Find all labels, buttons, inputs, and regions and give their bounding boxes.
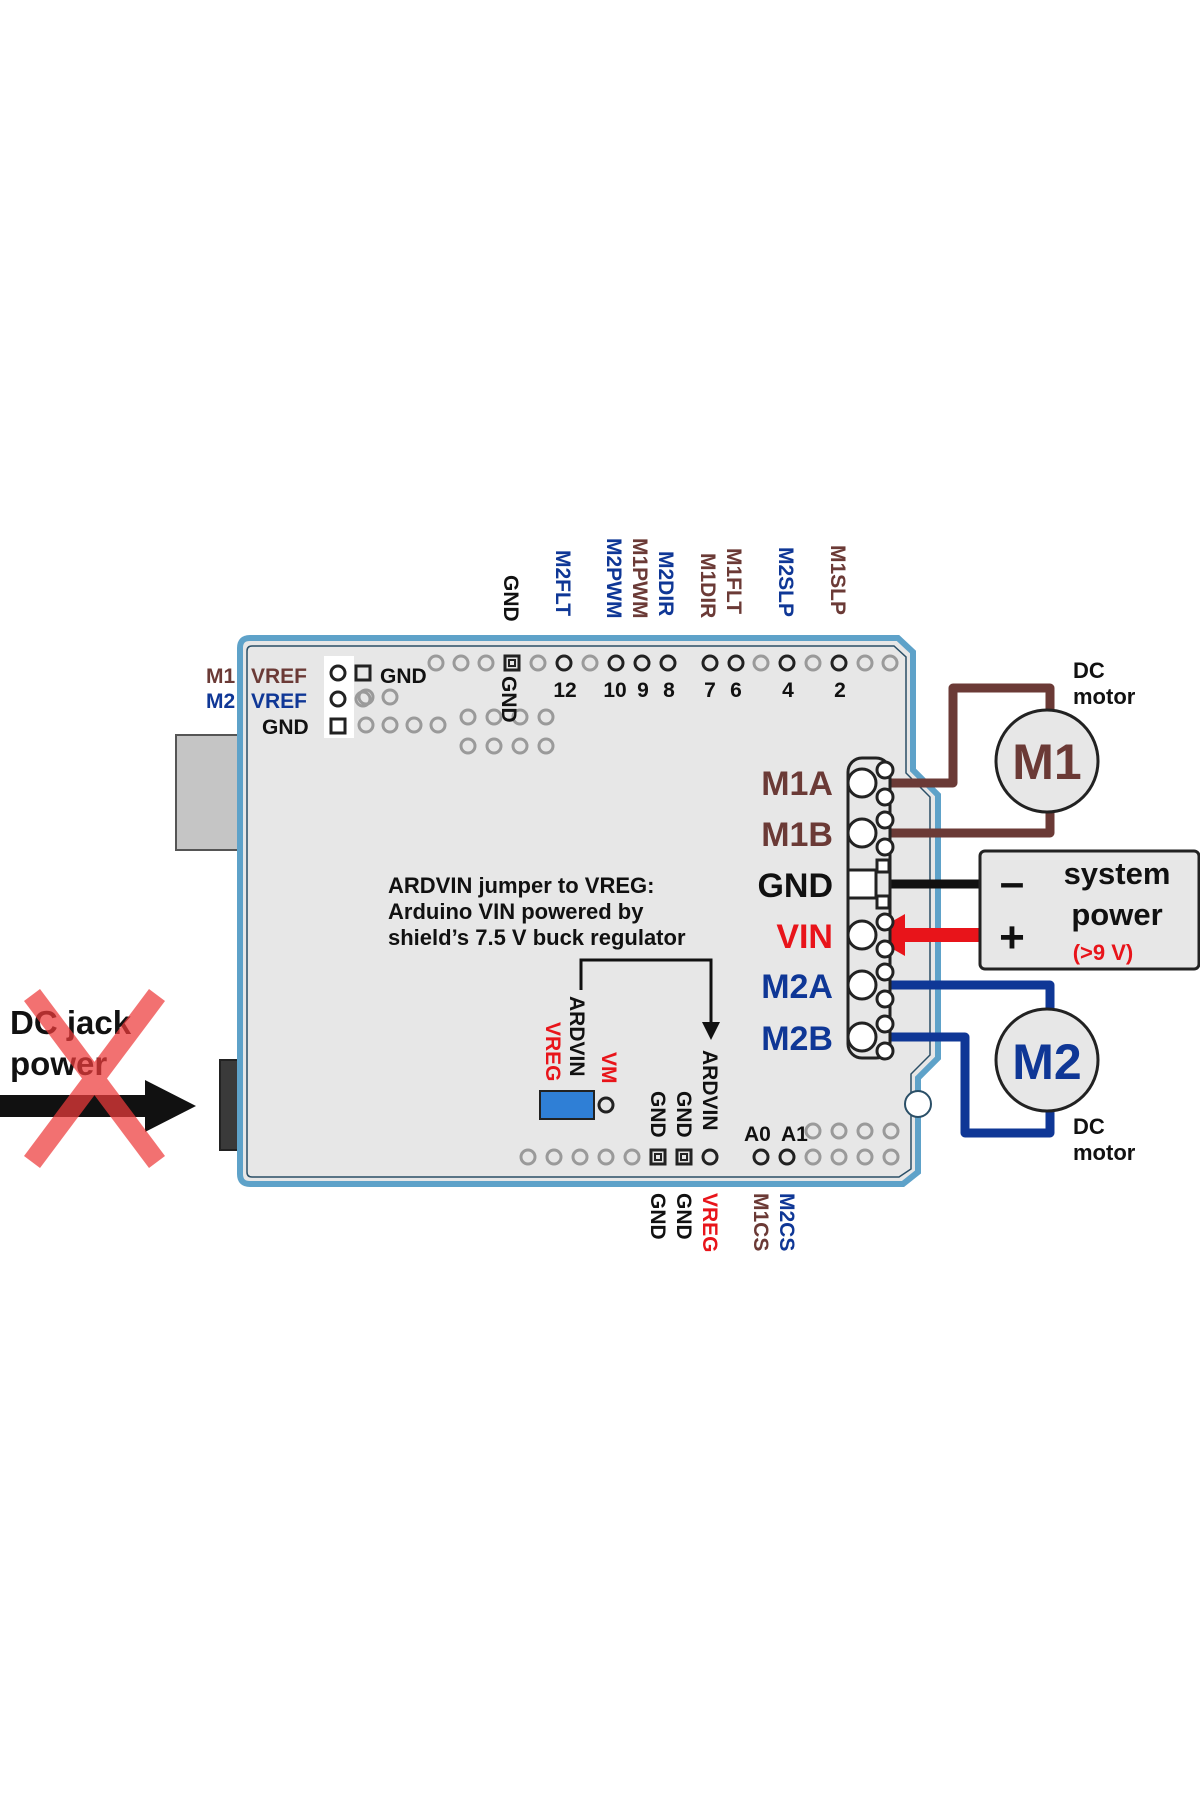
top-label-m2pwm: M2PWM xyxy=(602,538,625,619)
system-power-plus: + xyxy=(999,913,1025,962)
jumper-label-vreg: VREG xyxy=(541,1022,564,1082)
icsp-m1-label: M1 xyxy=(206,665,235,688)
terminal-block xyxy=(846,756,895,1061)
top-label-m1dir: M1DIR xyxy=(696,553,719,618)
motor-m1-caption-dc: DC xyxy=(1073,658,1105,683)
terminal-label-m1b: M1B xyxy=(761,816,833,854)
bottom-labels: GND GND VREG M1CS M2CS xyxy=(646,1193,798,1253)
pin-number-12: 12 xyxy=(553,679,576,702)
jumper-label-vm: VM xyxy=(597,1052,620,1084)
bottom-label-m1cs: M1CS xyxy=(749,1193,772,1251)
jumper-arrow xyxy=(579,958,720,1040)
jumper-gnd-label-2: GND xyxy=(672,1091,695,1138)
pin-number-6: 6 xyxy=(730,679,742,702)
top-header-pins xyxy=(357,654,899,755)
system-power-note: (>9 V) xyxy=(1073,940,1134,965)
pin-number-4: 4 xyxy=(782,679,794,702)
motor-m1-label: M1 xyxy=(1012,734,1081,790)
pin-numbers: 12 10 9 8 7 6 4 2 xyxy=(553,679,846,702)
vref-header xyxy=(329,664,372,735)
top-label-m2flt: M2FLT xyxy=(551,550,574,616)
terminal-label-m1a: M1A xyxy=(761,765,833,803)
motor-m1 xyxy=(994,708,1100,814)
top-label-m2slp: M2SLP xyxy=(774,547,797,617)
jumper-note-line2: Arduino VIN powered by xyxy=(388,899,644,924)
system-power-line2: power xyxy=(1071,897,1162,932)
jumper-label-ardvin: ARDVIN xyxy=(565,996,588,1077)
motor-m2 xyxy=(994,1007,1100,1113)
bottom-label-vreg: VREG xyxy=(698,1193,721,1253)
pin-number-8: 8 xyxy=(663,679,675,702)
icsp-gnd-left-label: GND xyxy=(262,716,309,739)
icsp-m2-label: M2 xyxy=(206,690,235,713)
terminal-label-vin: VIN xyxy=(776,918,833,956)
top-label-gnd: GND xyxy=(499,575,522,622)
top-label-m1pwm: M1PWM xyxy=(628,538,651,619)
terminal-label-gnd: GND xyxy=(757,867,833,905)
top-label-m1flt: M1FLT xyxy=(722,548,745,614)
bottom-label-gnd-1: GND xyxy=(646,1193,669,1240)
top-label-m1slp: M1SLP xyxy=(826,545,849,615)
bottom-header-used-pins xyxy=(649,1148,796,1166)
motor-m2-caption-dc: DC xyxy=(1073,1114,1105,1139)
shield-board xyxy=(237,635,941,1187)
cross-out-icon xyxy=(23,989,166,1168)
bottom-header-pins xyxy=(519,1122,900,1166)
icsp-vref2-label: VREF xyxy=(251,690,307,713)
bottom-label-gnd-2: GND xyxy=(672,1193,695,1240)
motor-m2-caption-motor: motor xyxy=(1073,1140,1136,1165)
pin-number-10: 10 xyxy=(603,679,626,702)
mounting-hole xyxy=(904,1090,932,1118)
terminal-label-m2a: M2A xyxy=(761,968,833,1006)
usb-connector xyxy=(175,734,243,851)
pin-gnd-label: GND xyxy=(497,676,520,723)
system-power-line1: system xyxy=(1064,856,1171,891)
system-power-box xyxy=(978,849,1200,971)
ardvin-jumper xyxy=(539,1090,595,1120)
top-header-labels: GND M2FLT M2PWM M1PWM M2DIR M1DIR M1FLT … xyxy=(497,538,849,723)
icsp-vref1-label: VREF xyxy=(251,665,307,688)
icsp-gnd-right-label: GND xyxy=(380,665,427,688)
jumper-gnd-label-1: GND xyxy=(646,1091,669,1138)
bottom-label-m2cs: M2CS xyxy=(775,1193,798,1251)
analog-label-a1: A1 xyxy=(781,1123,808,1146)
system-power-minus: – xyxy=(1000,858,1024,907)
vm-pin xyxy=(597,1096,615,1114)
terminal-label-m2b: M2B xyxy=(761,1020,833,1058)
jumper-note-line1: ARDVIN jumper to VREG: xyxy=(388,873,654,898)
pin-number-2: 2 xyxy=(834,679,846,702)
pin-number-9: 9 xyxy=(637,679,649,702)
top-label-m2dir: M2DIR xyxy=(654,551,677,616)
analog-label-a0: A0 xyxy=(744,1123,771,1146)
jumper-note-line3: shield’s 7.5 V buck regulator xyxy=(388,925,686,950)
motor-m2-label: M2 xyxy=(1012,1034,1081,1090)
top-header-used-pins xyxy=(503,654,848,672)
ardvin-target-label: ARDVIN xyxy=(698,1050,721,1131)
motor-m1-caption-motor: motor xyxy=(1073,684,1136,709)
pin-number-7: 7 xyxy=(704,679,716,702)
